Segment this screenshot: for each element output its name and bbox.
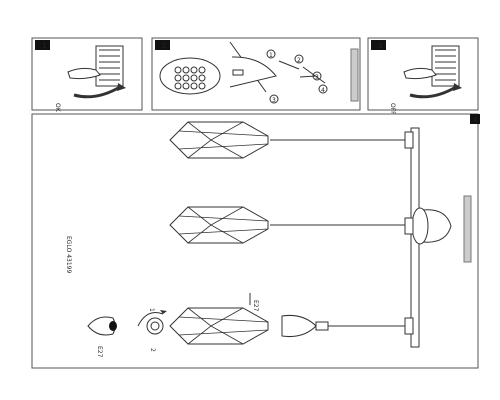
hand-icon bbox=[403, 67, 437, 80]
panel-number-badge bbox=[371, 40, 386, 50]
panel-top-left: 1 OK bbox=[31, 37, 143, 113]
panel-top-middle: 2 1 2 3 3 4 bbox=[151, 37, 361, 111]
panel-number-badge bbox=[470, 114, 480, 124]
canopy-side-view bbox=[229, 56, 277, 88]
exploded-fitting-details: 1 2 E27 bbox=[87, 308, 167, 358]
switch-arrow-icon bbox=[409, 85, 457, 99]
callout-1: 1 bbox=[269, 52, 273, 59]
callout-4-icon bbox=[318, 84, 328, 94]
panel-number-badge bbox=[155, 40, 170, 50]
panel-number: 3 bbox=[378, 42, 382, 50]
callout-2: 2 bbox=[297, 57, 301, 64]
lamp-callout: 2 bbox=[149, 348, 156, 352]
socket-detail-label: E27 bbox=[96, 346, 103, 358]
breaker-switch-illustration bbox=[403, 45, 462, 99]
callout-1-icon bbox=[266, 49, 276, 59]
ceiling-hatch bbox=[350, 48, 359, 102]
hand-icon bbox=[67, 67, 101, 80]
callout-3: 3 bbox=[272, 97, 276, 104]
switch-arrow-icon bbox=[73, 85, 121, 99]
article-code: EGLO 43199 bbox=[65, 236, 72, 273]
switch-ok-label: OK bbox=[54, 103, 61, 113]
callout-2-icon bbox=[294, 54, 304, 64]
panel-number: 2 bbox=[162, 42, 166, 50]
panel-number: 4 bbox=[473, 116, 478, 124]
panel-number: 1 bbox=[42, 42, 46, 50]
ceiling-canopy bbox=[410, 127, 472, 348]
callout-3-icon bbox=[269, 94, 279, 104]
pendant-lamp-bottom: E27 bbox=[169, 293, 414, 345]
panel-number-badge bbox=[35, 40, 50, 50]
ceiling-wiring-detail: 1 2 3 3 4 bbox=[159, 41, 359, 104]
callout-4: 4 bbox=[321, 87, 325, 94]
breaker-switch-illustration bbox=[67, 45, 126, 99]
bulb-callout: E27 bbox=[252, 300, 259, 312]
panel-top-right: 3 OFF bbox=[367, 37, 479, 115]
pendant-lamp-middle bbox=[169, 206, 414, 244]
switch-off-label: OFF bbox=[389, 103, 396, 115]
ring-callout: 1 bbox=[148, 308, 155, 312]
ceiling-hatch bbox=[463, 195, 472, 263]
pendant-lamp-top bbox=[169, 121, 414, 159]
main-assembly-panel: 4 EGLO 43199 E27 bbox=[31, 113, 480, 369]
